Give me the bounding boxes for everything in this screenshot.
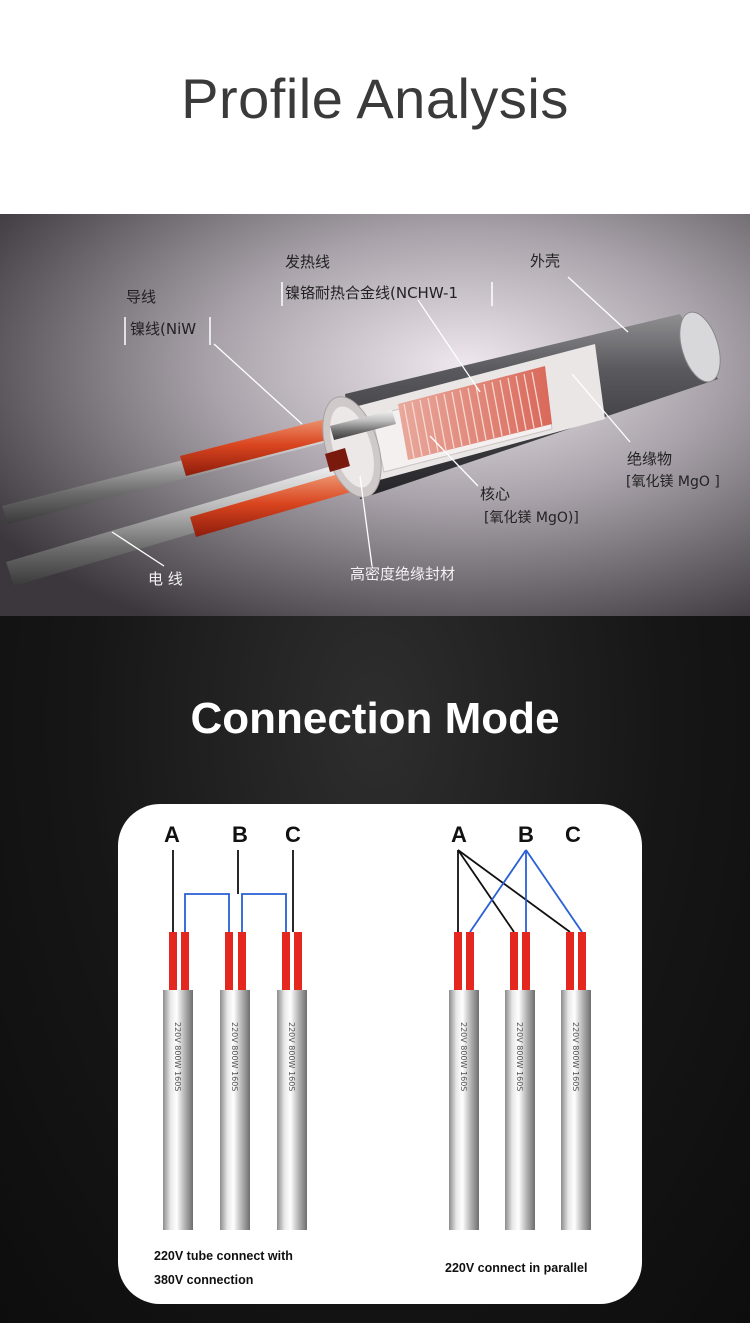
heating-coil xyxy=(403,371,543,459)
lead-title: 导线 xyxy=(126,288,156,306)
wire-label: 电 线 xyxy=(148,570,183,588)
upper-wire xyxy=(2,414,351,524)
rod-right-3: 220V 800W 160S xyxy=(561,932,591,1230)
svg-text:220V 800W 160S: 220V 800W 160S xyxy=(230,1022,239,1091)
wiring-diagrams: A B C xyxy=(163,822,591,1230)
parallel-caption: 220V connect in parallel xyxy=(445,1261,588,1275)
rod-left-1: 220V 800W 160S xyxy=(163,932,193,1230)
series-caption: 220V tube connect with 380V connection xyxy=(154,1244,354,1292)
insulation-title: 绝缘物 xyxy=(627,450,672,468)
profile-title: Profile Analysis xyxy=(181,67,569,130)
heating-wire-title: 发热线 xyxy=(285,253,330,271)
seal-label: 高密度绝缘封材 xyxy=(350,565,455,583)
shell-label: 外壳 xyxy=(530,252,560,270)
letter-b-left: B xyxy=(232,822,248,847)
letter-a-left: A xyxy=(164,822,180,847)
profile-title-section: Profile Analysis xyxy=(0,0,750,214)
rod-left-2: 220V 800W 160S xyxy=(220,932,250,1230)
series-caption-line1: 220V tube connect with xyxy=(154,1249,293,1263)
lead-desc: 镍线(NiW xyxy=(130,320,196,338)
heating-wire-desc: 镍铬耐热合金线(NCHW-1 xyxy=(285,284,458,302)
callout-lines xyxy=(111,276,631,567)
parallel-diagram: A B C xyxy=(449,822,591,1230)
insulation-desc: [氧化镁 MgO ] xyxy=(626,474,720,490)
letter-c-left: C xyxy=(285,822,301,847)
connection-title: Connection Mode xyxy=(190,694,560,743)
letter-c-right: C xyxy=(565,822,581,847)
profile-cutaway-section: 发热线 镍铬耐热合金线(NCHW-1 外壳 导线 镍线(NiW 绝缘物 [氧化镁… xyxy=(0,214,750,616)
rod-right-1: 220V 800W 160S xyxy=(449,932,479,1230)
cartridge-heater-cutaway: 发热线 镍铬耐热合金线(NCHW-1 外壳 导线 镍线(NiW 绝缘物 [氧化镁… xyxy=(0,214,750,616)
svg-text:220V 800W 160S: 220V 800W 160S xyxy=(515,1022,524,1091)
rod-left-3: 220V 800W 160S xyxy=(277,932,307,1230)
svg-text:220V 800W 160S: 220V 800W 160S xyxy=(287,1022,296,1091)
letter-a-right: A xyxy=(451,822,467,847)
svg-text:220V 800W 160S: 220V 800W 160S xyxy=(459,1022,468,1091)
inner-lead xyxy=(330,410,396,440)
connection-diagram-card: A B C xyxy=(118,804,642,1304)
connection-section: Connection Mode A B C xyxy=(0,616,750,1323)
series-diagram: A B C xyxy=(163,822,307,1230)
lead-hole xyxy=(325,448,350,472)
letter-b-right: B xyxy=(518,822,534,847)
core-title: 核心 xyxy=(480,485,510,503)
rod-right-2: 220V 800W 160S xyxy=(505,932,535,1230)
svg-text:220V 800W 160S: 220V 800W 160S xyxy=(571,1022,580,1091)
lower-wire xyxy=(6,460,360,586)
svg-text:220V 800W 160S: 220V 800W 160S xyxy=(173,1022,182,1091)
series-caption-line2: 380V connection xyxy=(154,1273,254,1287)
core-desc: [氧化镁 MgO)] xyxy=(484,510,579,526)
